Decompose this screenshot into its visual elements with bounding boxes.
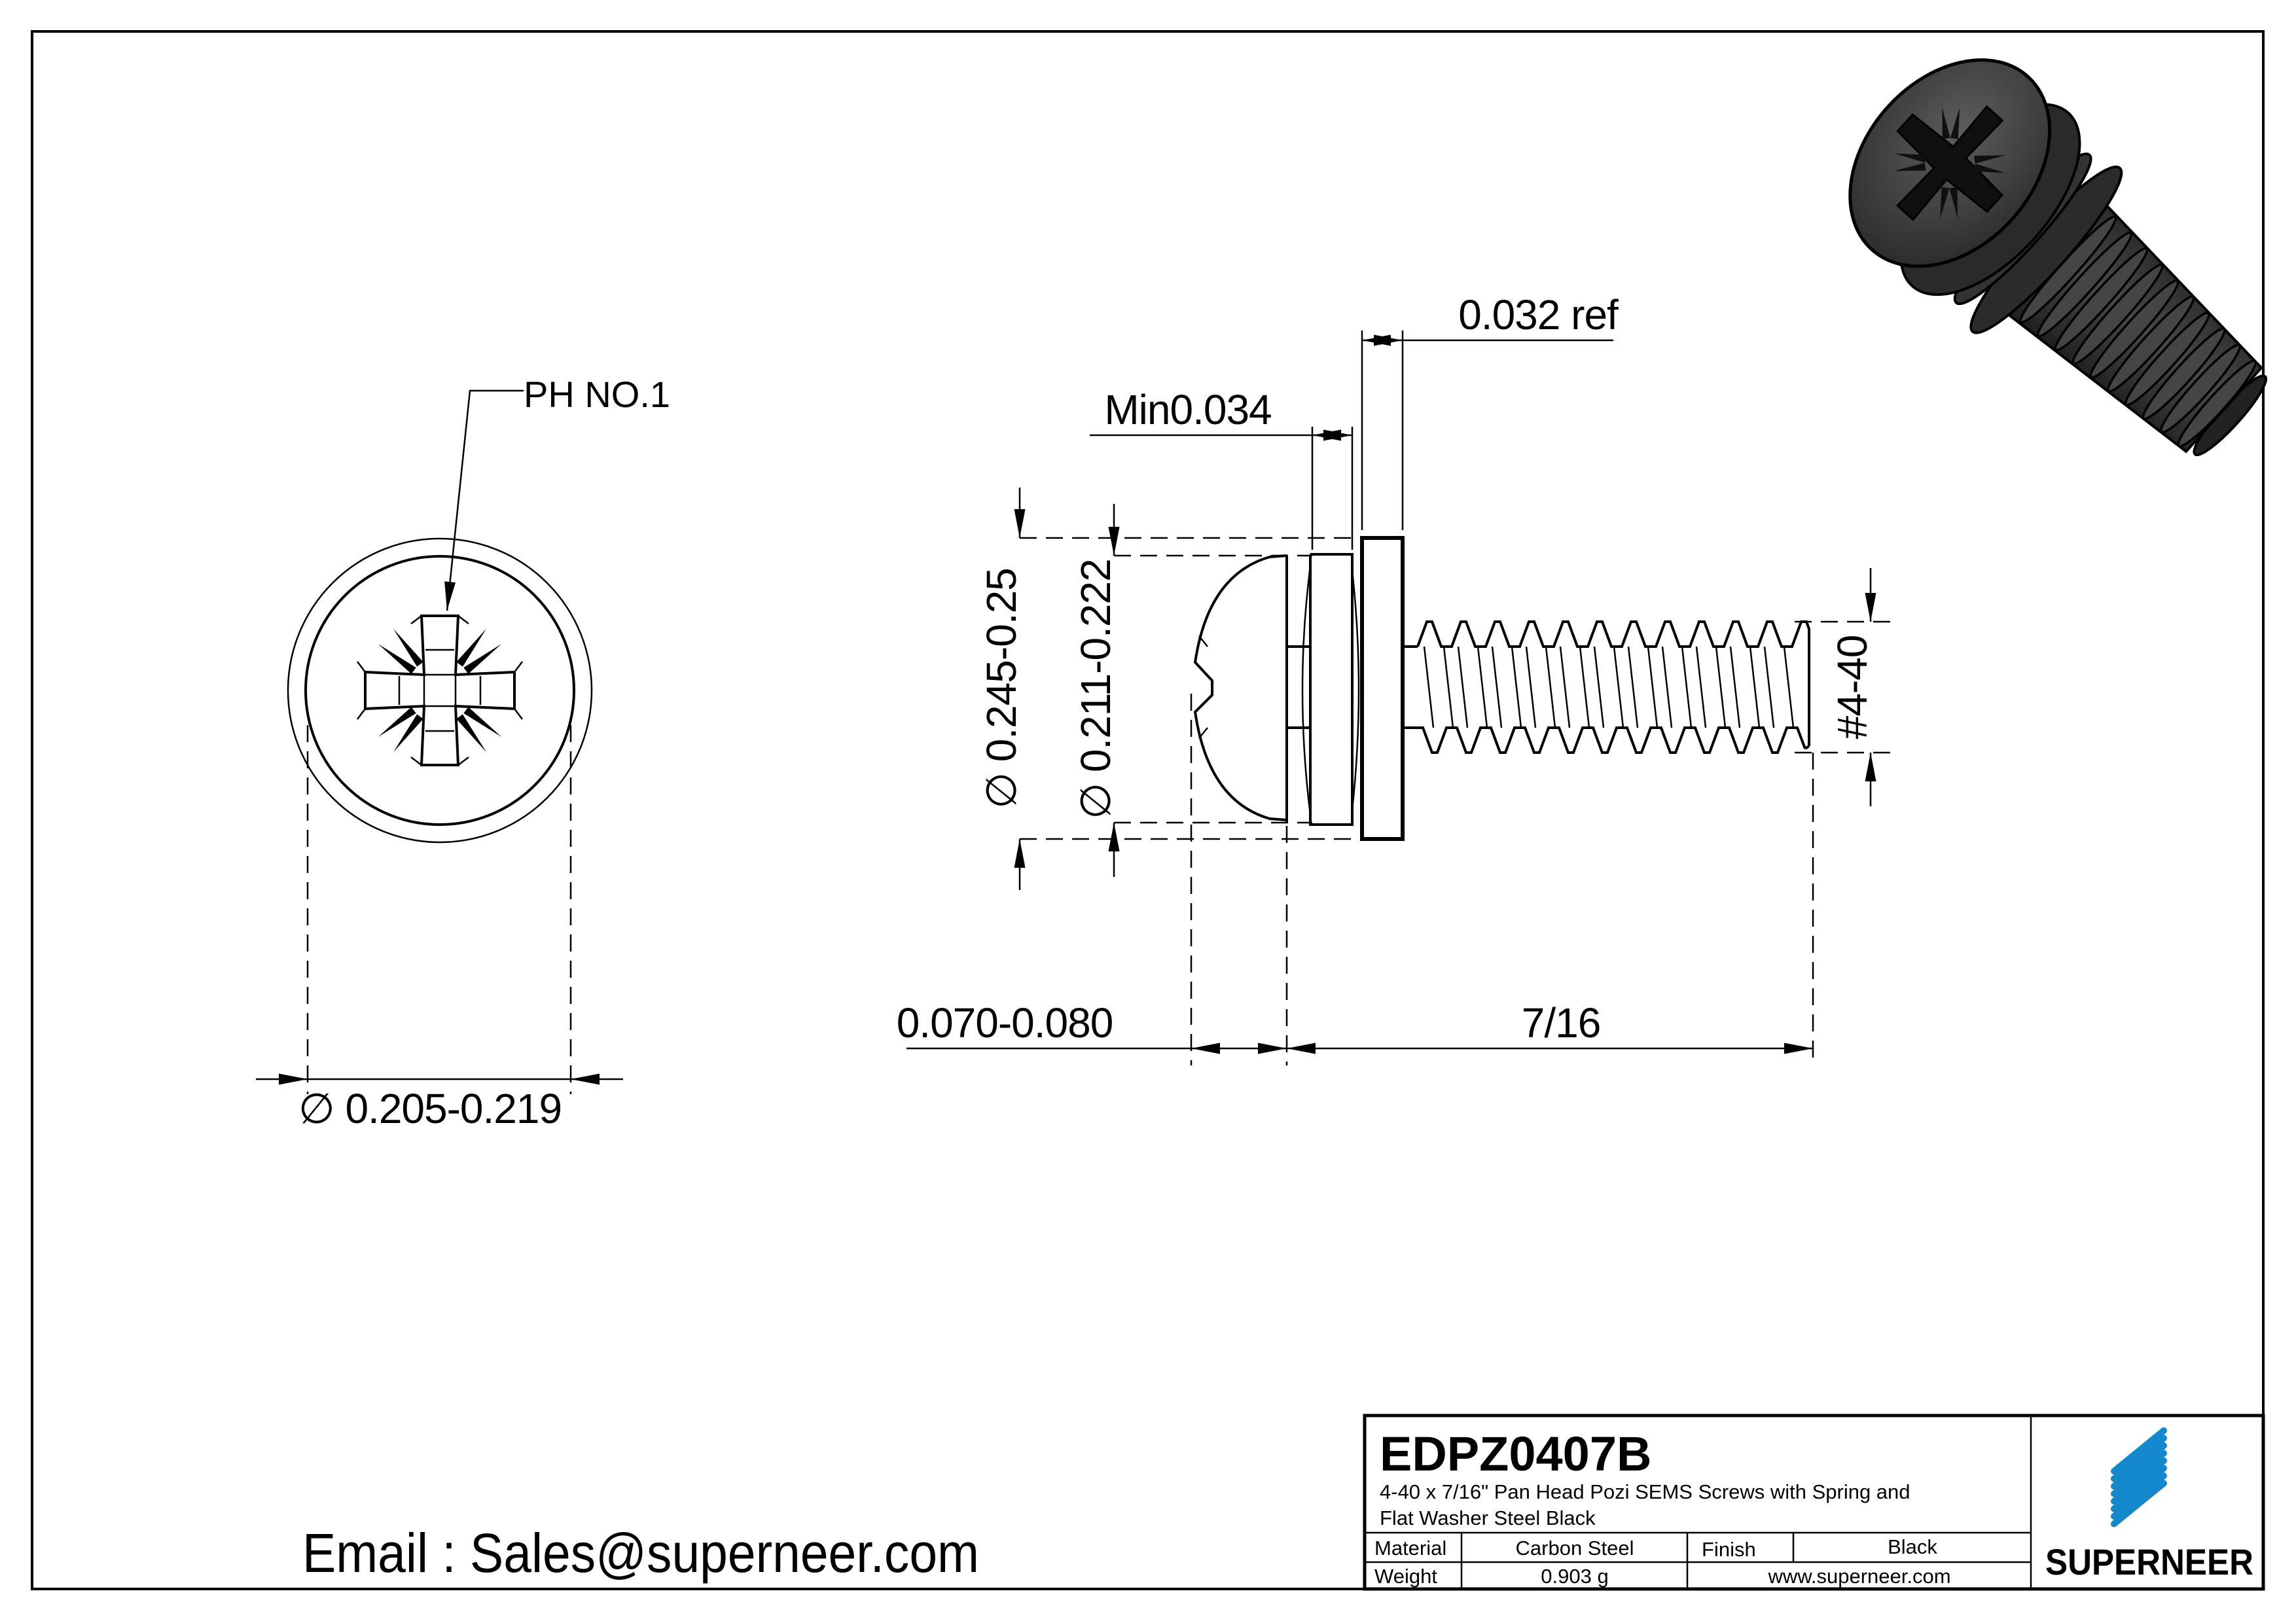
dim-head-diameter-text: ∅ 0.205-0.219 (298, 1085, 562, 1132)
part-description-line2: Flat Washer Steel Black (1380, 1507, 1596, 1529)
dim-thread-length: 7/16 (1287, 999, 1813, 1054)
dim-thread-size-text: #4-40 (1829, 635, 1876, 740)
weight-row: Weight 0.903 g www.superneer.com (1374, 1565, 1951, 1588)
material-label: Material (1374, 1537, 1446, 1560)
title-block: EDPZ0407B 4-40 x 7/16" Pan Head Pozi SEM… (1363, 1414, 2265, 1591)
dim-thread-length-text: 7/16 (1522, 999, 1601, 1046)
flat-washer-profile (1360, 536, 1405, 841)
material-value: Carbon Steel (1516, 1537, 1634, 1560)
page-border (31, 30, 2265, 1590)
finish-label: Finish (1702, 1538, 1756, 1561)
weight-value: 0.903 g (1541, 1565, 1608, 1588)
screw-3d-render (1848, 58, 2268, 457)
pozi-recess-icon (357, 615, 523, 766)
dim-thread-size: #4-40 (1795, 568, 1898, 806)
side-view: ∅ 0.245-0.25 ∅ 0.211-0.222 Min0.034 0.03… (897, 291, 1898, 1065)
superneer-logo-icon (2111, 1427, 2167, 1527)
dim-head-height: 0.070-0.080 (897, 694, 1814, 1065)
washer-circle (287, 537, 593, 844)
ph-label-text: PH NO.1 (524, 374, 670, 415)
dim-head-height-text: 0.070-0.080 (897, 999, 1113, 1046)
email-text: Email : Sales@superneer.com (302, 1522, 979, 1584)
material-row: Material Carbon Steel Finish Black (1374, 1535, 1937, 1561)
part-number: EDPZ0407B (1380, 1427, 1651, 1481)
brand-name: SUPERNEER (2045, 1541, 2253, 1582)
weight-label: Weight (1374, 1565, 1437, 1588)
ph-label: PH NO.1 (441, 374, 670, 611)
thread-ridges (2019, 215, 2257, 448)
front-view: PH NO.1 ∅ 0.205-0.219 (256, 374, 670, 1132)
part-description-line1: 4-40 x 7/16" Pan Head Pozi SEMS Screws w… (1380, 1480, 1910, 1503)
website-link[interactable]: www.superneer.com (1767, 1565, 1950, 1588)
screw-head-profile (1193, 554, 1288, 823)
pozi-star-ticks (376, 626, 504, 755)
dim-head-od-text: ∅ 0.211-0.222 (1072, 559, 1119, 819)
thread-profile (1403, 620, 1810, 754)
dim-spring-thickness-text: Min0.034 (1104, 386, 1271, 433)
dim-washer-od-text: ∅ 0.245-0.25 (978, 568, 1025, 809)
dim-head-diameter: ∅ 0.205-0.219 (256, 725, 623, 1132)
dim-flat-thickness-text: 0.032 ref (1458, 291, 1619, 338)
head-circle (304, 555, 575, 826)
dim-head-od: ∅ 0.211-0.222 (1072, 504, 1312, 877)
dim-spring-thickness: Min0.034 (1090, 386, 1354, 550)
dim-flat-thickness: 0.032 ref (1361, 291, 1619, 530)
dim-washer-od: ∅ 0.245-0.25 (978, 488, 1362, 890)
pozi-recess-3d-icon (1893, 105, 2007, 221)
finish-value: Black (1888, 1535, 1937, 1558)
spring-washer-profile (1287, 553, 1360, 826)
